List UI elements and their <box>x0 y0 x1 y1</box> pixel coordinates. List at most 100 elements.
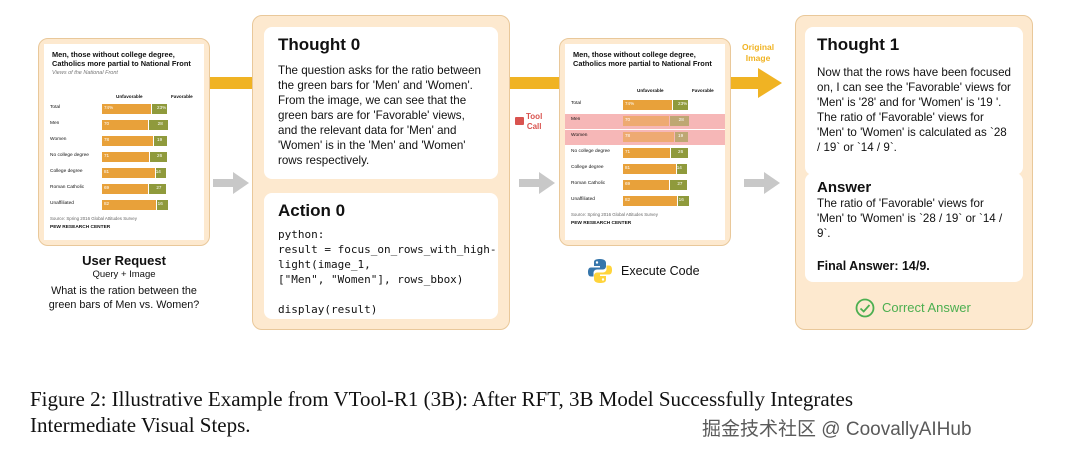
favorable-value: 16 <box>678 197 684 202</box>
arrow-right-icon <box>744 172 780 194</box>
row-label: Unaffiliated <box>50 201 74 206</box>
caption-line1: Figure 2: Illustrative Example from VToo… <box>30 387 854 411</box>
unfavorable-bar <box>623 180 669 190</box>
chart-brand: PEW RESEARCH CENTER <box>571 221 632 226</box>
col-unfavorable: Unfavorable <box>116 94 143 99</box>
favorable-bar <box>675 132 688 142</box>
thought0-title: Thought 0 <box>278 35 361 54</box>
chart-title-line1: Men, those without college degree, <box>52 50 175 59</box>
thought1-card: Thought 1 Now that the rows have been fo… <box>805 27 1023 175</box>
favorable-bar <box>677 164 687 174</box>
unfavorable-bar <box>623 100 672 110</box>
favorable-bar <box>156 168 166 178</box>
figure-caption: Figure 2: Illustrative Example from VToo… <box>30 386 853 438</box>
unfavorable-value: 81 <box>625 165 631 170</box>
favorable-value: 19 <box>157 137 163 142</box>
tool-call-icon <box>515 117 524 125</box>
favorable-value: 27 <box>677 181 683 186</box>
row-label: College degree <box>50 169 83 174</box>
col-unfavorable: Unfavorable <box>637 88 664 93</box>
python-icon <box>588 259 612 283</box>
favorable-bar <box>149 152 168 162</box>
favorable-bar <box>154 136 167 146</box>
unfavorable-value: 82 <box>104 201 110 206</box>
row-label: Men <box>571 117 581 122</box>
unfavorable-bar <box>102 136 154 146</box>
favorable-value: 26 <box>157 153 163 158</box>
row-label: Total <box>50 105 61 110</box>
chart-source: Source: Spring 2016 Global Attitudes Sur… <box>50 216 137 221</box>
favorable-bar <box>670 116 689 126</box>
unfavorable-bar <box>623 116 670 126</box>
unfavorable-value: 69 <box>104 185 110 190</box>
unfavorable-bar <box>623 164 677 174</box>
favorable-bar <box>148 184 167 194</box>
favorable-bar <box>157 200 168 210</box>
favorable-value: 23% <box>678 101 688 106</box>
unfavorable-value: 70 <box>625 117 631 122</box>
row-label: Roman Catholic <box>50 185 85 190</box>
tool-call-label: Tool Call <box>526 112 542 132</box>
row-label: Total <box>571 101 582 106</box>
row-label: No college degree <box>50 153 89 158</box>
favorable-value: 16 <box>157 201 163 206</box>
thought0-text: The question asks for the ratio between … <box>278 64 482 167</box>
checkmark-circle-icon <box>855 298 875 318</box>
original-image-line1: Original <box>742 42 775 52</box>
watermark: 掘金技术社区 @ CoovallyAIHub <box>702 419 972 440</box>
unfavorable-value: 71 <box>104 153 110 158</box>
chart-row: No college degree 71 26 <box>44 150 204 165</box>
row-label: Roman Catholic <box>571 181 606 186</box>
unfavorable-value: 78 <box>104 137 110 142</box>
chart-source: Source: Spring 2016 Global Attitudes Sur… <box>571 212 658 217</box>
row-label: College degree <box>571 165 604 170</box>
action0-title: Action 0 <box>278 201 346 220</box>
chart-title-line1: Men, those without college degree, <box>573 50 696 59</box>
chart-row: Total 74% 23% <box>565 98 725 113</box>
row-label: Women <box>571 133 588 138</box>
answer-text: The ratio of 'Favorable' views for 'Men'… <box>817 197 1003 240</box>
unfavorable-bar <box>623 196 678 206</box>
chart-subtitle: Views of the National Front <box>52 70 118 76</box>
answer-card: Answer The ratio of 'Favorable' views fo… <box>805 173 1023 282</box>
action0-card: Action 0 python: result = focus_on_rows_… <box>264 193 498 319</box>
chart-row: Women 78 19 <box>565 130 725 145</box>
unfavorable-value: 69 <box>625 181 631 186</box>
col-favorable: Favorable <box>692 88 714 93</box>
col-favorable: Favorable <box>171 94 193 99</box>
tool-call-line2: Call <box>526 122 542 131</box>
chart-brand: PEW RESEARCH CENTER <box>50 225 111 230</box>
unfavorable-value: 78 <box>625 133 631 138</box>
caption-line2: Intermediate Visual Steps. <box>30 413 251 437</box>
unfavorable-bar <box>102 104 151 114</box>
answer-title: Answer <box>817 179 872 196</box>
thought1-title: Thought 1 <box>817 35 900 54</box>
favorable-value: 19 <box>678 133 684 138</box>
chart-title-line2: Catholics more partial to National Front <box>52 59 191 68</box>
favorable-value: 28 <box>678 117 684 122</box>
chart-image: Men, those without college degree, Catho… <box>44 44 204 240</box>
thought0-card: Thought 0 The question asks for the rati… <box>264 27 498 179</box>
unfavorable-bar <box>102 168 156 178</box>
row-label: No college degree <box>571 149 610 154</box>
chart-image-highlighted: Men, those without college degree, Catho… <box>565 44 725 240</box>
favorable-value: 26 <box>678 149 684 154</box>
favorable-bar <box>149 120 168 130</box>
tool-call-line1: Tool <box>526 112 543 121</box>
unfavorable-bar <box>102 152 149 162</box>
row-label: Unaffiliated <box>571 197 595 202</box>
chart-row: Women 78 19 <box>44 134 204 149</box>
final-answer: Final Answer: 14/9. <box>817 259 930 273</box>
user-request-title: User Request <box>82 253 166 268</box>
favorable-value: 27 <box>156 185 162 190</box>
user-request-subtitle: Query + Image <box>92 269 156 280</box>
favorable-value: 28 <box>157 121 163 126</box>
row-label: Women <box>50 137 67 142</box>
unfavorable-value: 74% <box>625 101 635 106</box>
favorable-value: 23% <box>157 105 167 110</box>
unfavorable-bar <box>623 132 675 142</box>
